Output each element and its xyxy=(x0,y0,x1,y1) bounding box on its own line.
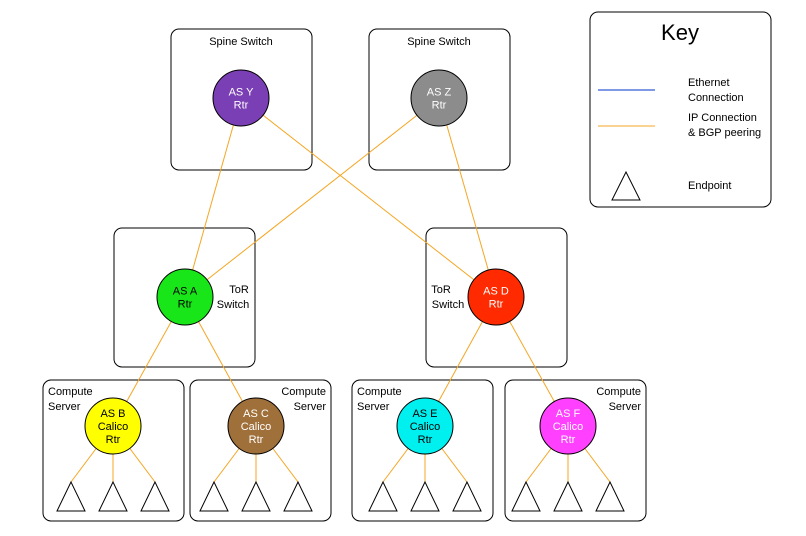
router-as-c-circle xyxy=(227,397,285,455)
router-as-y-circle xyxy=(212,69,270,127)
compute-server-4-label: Compute xyxy=(596,386,641,398)
endpoint-triangle xyxy=(368,480,398,512)
key-item-label: IP Connection xyxy=(688,112,757,124)
link-as-y-as-a xyxy=(184,97,242,298)
router-as-z-label: Rtr xyxy=(432,100,447,112)
spine-switch-left-label: Spine Switch xyxy=(209,36,273,48)
compute-server-2-label: Compute xyxy=(281,386,326,398)
router-as-y-label: Rtr xyxy=(234,100,249,112)
router-as-d-circle xyxy=(467,268,525,326)
spine-switch-right-label: Spine Switch xyxy=(407,36,471,48)
router-as-f-label: Rtr xyxy=(561,434,576,446)
endpoint-triangle xyxy=(283,480,313,512)
compute-server-1-label: Server xyxy=(48,401,81,413)
endpoint-triangle xyxy=(511,480,541,512)
router-as-b-label: Calico xyxy=(98,421,129,433)
router-as-f-label: Calico xyxy=(553,421,584,433)
link-as-y-as-d xyxy=(240,97,497,298)
endpoint-triangle xyxy=(595,480,625,512)
router-as-d-label: Rtr xyxy=(489,299,504,311)
endpoint-triangle xyxy=(98,480,128,512)
endpoint-triangle xyxy=(140,480,170,512)
endpoints xyxy=(56,480,625,512)
tor-switch-left-label: Switch xyxy=(217,299,249,311)
key-item-label: Endpoint xyxy=(688,180,731,192)
tor-switch-left-label: ToR xyxy=(229,284,249,296)
key-box xyxy=(589,11,772,208)
endpoint-triangle xyxy=(553,480,583,512)
tor-switch-right-label: Switch xyxy=(432,299,464,311)
router-as-c-label: Calico xyxy=(241,421,272,433)
router-as-b-circle xyxy=(84,397,142,455)
router-as-z-circle xyxy=(410,69,468,127)
router-as-b-label: Rtr xyxy=(106,434,121,446)
compute-server-3-label: Server xyxy=(357,401,390,413)
key-title: Key xyxy=(661,20,699,45)
link-as-z-as-a xyxy=(184,97,440,298)
endpoint-triangle xyxy=(410,480,440,512)
endpoint-triangle xyxy=(452,480,482,512)
compute-server-3-label: Compute xyxy=(357,386,402,398)
endpoint-triangle xyxy=(56,480,86,512)
router-as-f-circle xyxy=(539,397,597,455)
router-as-d-label: AS D xyxy=(483,286,509,298)
compute-server-1-label: Compute xyxy=(48,386,93,398)
key-item-label: & BGP peering xyxy=(688,127,761,139)
compute-server-2-label: Server xyxy=(294,401,327,413)
key-item-label: Ethernet xyxy=(688,77,730,89)
router-as-z-label: AS Z xyxy=(427,87,452,99)
router-as-c-label: AS C xyxy=(243,408,269,420)
router-as-a-label: AS A xyxy=(173,286,198,298)
router-as-c-label: Rtr xyxy=(249,434,264,446)
endpoint-triangle xyxy=(241,480,271,512)
key-item-ip-bgp-line: IP Connection & BGP peering xyxy=(598,112,761,139)
router-as-f-label: AS F xyxy=(556,408,581,420)
key-item-endpoint-triangle: Endpoint xyxy=(611,170,731,201)
router-as-e-label: Rtr xyxy=(418,434,433,446)
tor-switch-right-label: ToR xyxy=(431,284,451,296)
router-as-e-circle xyxy=(396,397,454,455)
key-item-label: Connection xyxy=(688,92,744,104)
link-as-z-as-d xyxy=(438,97,497,298)
endpoint-triangle xyxy=(199,480,229,512)
router-as-b-label: AS B xyxy=(100,408,125,420)
router-as-e-label: AS E xyxy=(412,408,437,420)
router-as-a-label: Rtr xyxy=(178,299,193,311)
router-as-a-circle xyxy=(156,268,214,326)
router-as-y-label: AS Y xyxy=(229,87,255,99)
compute-server-4-label: Server xyxy=(609,401,642,413)
key-endpoint-icon xyxy=(611,170,641,201)
router-as-e-label: Calico xyxy=(410,421,441,433)
